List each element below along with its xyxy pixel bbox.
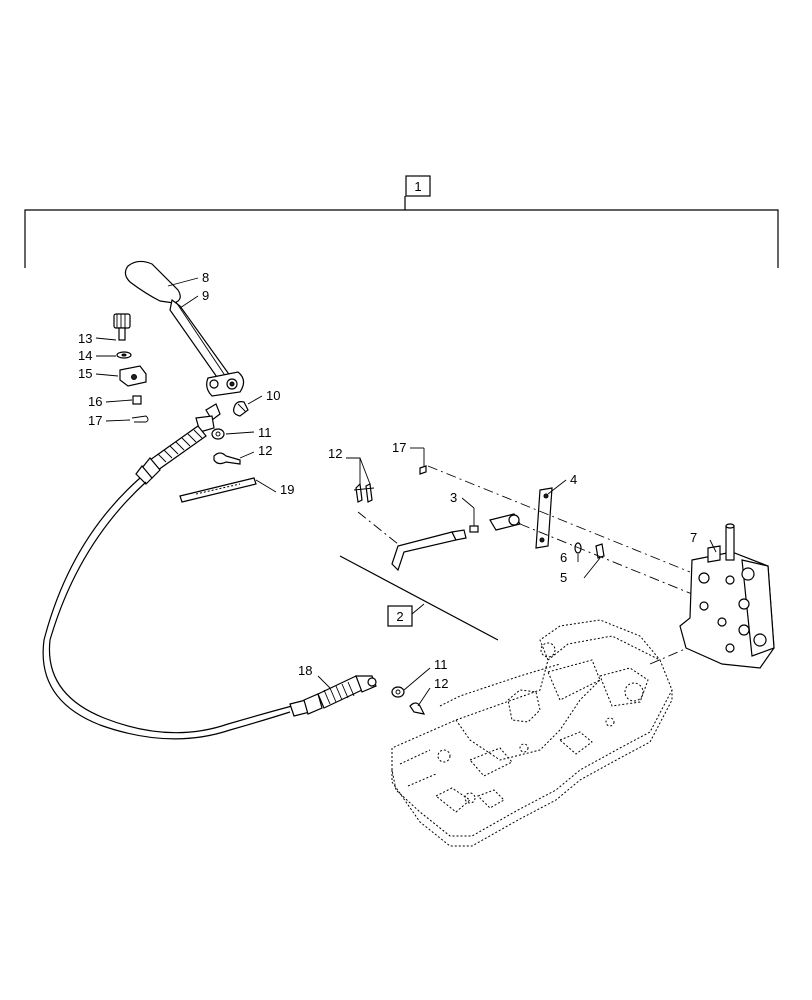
callout-box-1 xyxy=(405,175,431,197)
callout-3[interactable]: 3 xyxy=(450,490,457,505)
centerline-b xyxy=(519,523,693,595)
callout-11-lower[interactable]: 11 xyxy=(434,657,448,672)
callout-12-lower[interactable]: 12 xyxy=(434,676,448,691)
callout-12[interactable]: 12 xyxy=(258,443,272,458)
callout-11[interactable]: 11 xyxy=(258,425,272,440)
pin-12 xyxy=(213,452,241,465)
centerline-d xyxy=(649,645,693,665)
knob-13 xyxy=(113,313,131,341)
callout-9[interactable]: 9 xyxy=(202,288,209,303)
valve-plate-7 xyxy=(679,523,775,669)
callout-10[interactable]: 10 xyxy=(266,388,280,403)
clip-10 xyxy=(233,401,249,417)
callout-5[interactable]: 5 xyxy=(560,570,567,585)
linkage-clips-12 xyxy=(353,482,375,503)
callout-2[interactable]: 2 xyxy=(396,609,403,624)
callout-17-linkage[interactable]: 17 xyxy=(392,440,406,455)
small-parts-5-6 xyxy=(574,542,605,559)
callout-14[interactable]: 14 xyxy=(78,348,92,363)
washer-14 xyxy=(116,351,132,359)
assembly-bracket xyxy=(24,175,779,268)
pin-12-lower xyxy=(409,702,426,715)
pin-17 xyxy=(419,465,427,475)
centerline-a xyxy=(427,465,691,573)
callout-18[interactable]: 18 xyxy=(298,663,312,678)
callout-8[interactable]: 8 xyxy=(202,270,209,285)
washer-11-lower xyxy=(391,686,405,698)
callout-4[interactable]: 4 xyxy=(570,472,577,487)
link-rod-3 xyxy=(391,513,521,572)
callout-17[interactable]: 17 xyxy=(88,413,102,428)
callout-19[interactable]: 19 xyxy=(280,482,294,497)
control-cable xyxy=(42,403,377,740)
callout-13[interactable]: 13 xyxy=(78,331,92,346)
callout-box-2 xyxy=(387,605,413,627)
subassembly-bracket xyxy=(339,555,499,641)
callout-7[interactable]: 7 xyxy=(690,530,697,545)
hydraulic-housing xyxy=(391,619,673,847)
centerline-c xyxy=(357,511,399,545)
clip-17 xyxy=(131,415,149,423)
lever-handle xyxy=(124,260,245,397)
callout-1[interactable]: 1 xyxy=(414,179,421,194)
block-15 xyxy=(119,365,147,387)
bracket-4 xyxy=(535,487,553,549)
callout-15[interactable]: 15 xyxy=(78,366,92,381)
callout-16[interactable]: 16 xyxy=(88,394,102,409)
washer-11 xyxy=(211,428,225,440)
decal-19 xyxy=(179,477,257,503)
callout-12-linkage[interactable]: 12 xyxy=(328,446,342,461)
callout-6[interactable]: 6 xyxy=(560,550,567,565)
pin-16 xyxy=(132,395,142,405)
